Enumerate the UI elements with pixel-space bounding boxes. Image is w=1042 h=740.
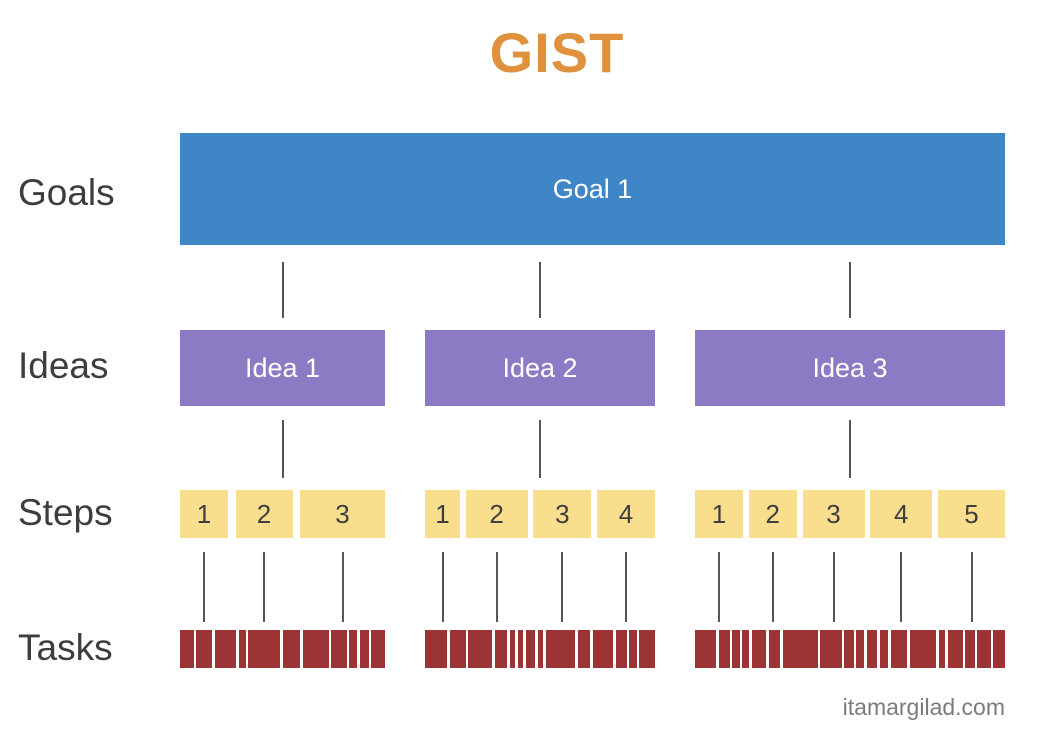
step-task-connector (203, 552, 205, 622)
task-segment (695, 630, 717, 668)
task-segment (509, 630, 516, 668)
task-segment (909, 630, 937, 668)
step-task-connector (625, 552, 627, 622)
watermark: itamargilad.com (842, 694, 1005, 720)
task-segment (615, 630, 627, 668)
step-box: 3 (533, 490, 592, 538)
row-label-steps: Steps (18, 492, 113, 533)
task-segment (629, 630, 637, 668)
step-task-connector (263, 552, 265, 622)
task-segment (302, 630, 329, 668)
idea-label: Idea 3 (812, 352, 888, 383)
task-segment (214, 630, 237, 668)
task-segment (732, 630, 740, 668)
task-segment (879, 630, 889, 668)
task-segment (890, 630, 908, 668)
task-segment (844, 630, 854, 668)
task-segment (248, 630, 280, 668)
goal-idea-connector (539, 262, 541, 318)
step-task-connector (900, 552, 903, 622)
task-segment (537, 630, 544, 668)
task-segment (525, 630, 536, 668)
task-segment (331, 630, 347, 668)
goal-bar: Goal 1 (180, 133, 1005, 245)
task-bar (695, 630, 1005, 668)
step-task-connector (718, 552, 720, 622)
task-bar (425, 630, 656, 668)
task-segment (359, 630, 369, 668)
goal-idea-connector (849, 262, 851, 318)
step-box: 5 (938, 490, 1005, 538)
task-segment (977, 630, 991, 668)
task-segment (718, 630, 730, 668)
task-segment (751, 630, 767, 668)
task-segment (866, 630, 878, 668)
task-segment (965, 630, 975, 668)
step-task-connector (561, 552, 564, 622)
task-segment (494, 630, 508, 668)
step-box: 1 (180, 490, 228, 538)
task-segment (449, 630, 466, 668)
task-segment (349, 630, 358, 668)
task-segment (938, 630, 946, 668)
step-box: 3 (300, 490, 385, 538)
idea-steps-connector (849, 420, 851, 478)
idea-label: Idea 1 (244, 352, 321, 383)
task-segment (592, 630, 614, 668)
idea-bar: Idea 3 (695, 330, 1005, 406)
task-segment (425, 630, 448, 668)
task-segment (856, 630, 865, 668)
step-task-connector (832, 552, 835, 622)
idea-steps-connector (539, 420, 541, 478)
task-segment (196, 630, 213, 668)
step-box: 2 (235, 490, 293, 538)
step-box: 1 (425, 490, 460, 538)
step-task-connector (441, 552, 444, 622)
goal-label: Goal 1 (552, 173, 633, 204)
task-segment (820, 630, 842, 668)
task-segment (545, 630, 576, 668)
idea-bar: Idea 2 (425, 330, 655, 406)
idea-steps-connector (281, 420, 284, 478)
row-label-tasks: Tasks (18, 627, 113, 668)
goal-idea-connector (281, 262, 284, 318)
idea-bar: Idea 1 (180, 330, 385, 406)
task-segment (282, 630, 301, 668)
page-title: GIST (489, 21, 625, 84)
step-task-connector (771, 552, 774, 622)
task-segment (577, 630, 591, 668)
step-task-connector (495, 552, 498, 622)
task-segment (768, 630, 781, 668)
task-segment (742, 630, 750, 668)
task-segment (180, 630, 194, 668)
step-task-connector (970, 552, 973, 622)
idea-label: Idea 2 (502, 352, 578, 383)
step-box: 3 (802, 490, 865, 538)
step-box: 1 (695, 490, 743, 538)
task-segment (517, 630, 524, 668)
task-bar (180, 630, 385, 668)
task-segment (238, 630, 246, 668)
task-segment (468, 630, 493, 668)
row-label-goals: Goals (18, 172, 115, 213)
task-segment (371, 630, 385, 668)
row-label-ideas: Ideas (18, 345, 109, 386)
task-segment (782, 630, 818, 668)
step-box: 4 (870, 490, 933, 538)
step-box: 4 (596, 490, 655, 538)
task-segment (947, 630, 963, 668)
task-segment (639, 630, 656, 668)
step-box: 2 (465, 490, 528, 538)
step-box: 2 (748, 490, 797, 538)
step-task-connector (341, 552, 344, 622)
task-segment (993, 630, 1005, 668)
